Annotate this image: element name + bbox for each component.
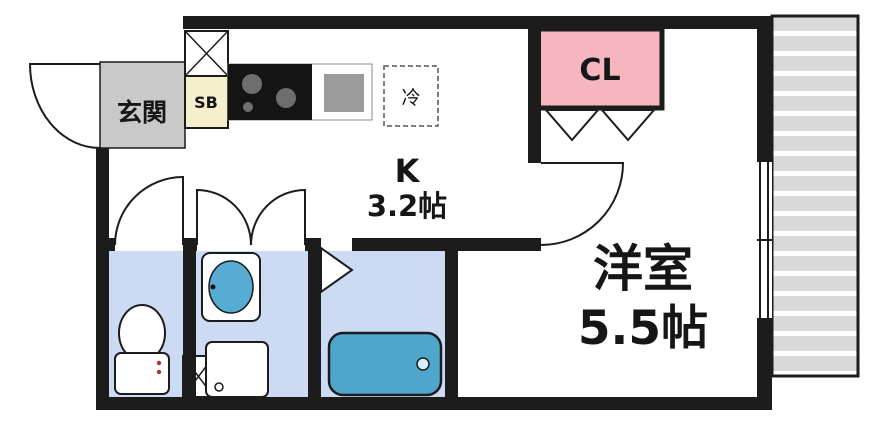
- hall-door-left-arc: [196, 188, 252, 246]
- bathroom-folding-door-icon: [320, 246, 354, 294]
- wall-mid-stub-2: [183, 238, 197, 251]
- entrance-label: 玄関: [117, 98, 167, 127]
- sink-icon: [324, 74, 364, 112]
- closet-label: CL: [579, 53, 620, 88]
- window: [757, 162, 772, 318]
- pipe-space-top-icon: [184, 30, 229, 77]
- wall-toilet-washroom: [183, 251, 196, 397]
- entrance-floor: [99, 61, 186, 149]
- balcony: [770, 14, 860, 378]
- wall-right-upper: [757, 16, 772, 162]
- shoe-box-label: SB: [194, 93, 218, 112]
- wall-left: [96, 148, 109, 410]
- doors: [28, 63, 625, 246]
- refrigerator-label: 冷: [401, 87, 420, 109]
- toilet-door-arc: [114, 175, 184, 246]
- room-door-arc: [540, 162, 625, 246]
- toilet-icon: [114, 304, 170, 395]
- wall-bath-room: [445, 251, 458, 397]
- wall-bottom: [96, 397, 772, 410]
- wall-mid-stub-1: [96, 238, 115, 251]
- burner-icon: [242, 74, 262, 94]
- closet-folding-door-right-icon: [599, 109, 657, 142]
- walls: [96, 16, 772, 410]
- burner-icon: [243, 102, 253, 112]
- wall-kitchen-room: [528, 29, 541, 163]
- hall-door-right-arc: [250, 188, 306, 246]
- room-size-label: 5.5帖: [578, 301, 708, 356]
- refrigerator-space: 冷: [383, 65, 439, 127]
- bathtub-icon: [327, 331, 443, 397]
- burner-icon: [276, 88, 296, 108]
- kitchen-size-label: 3.2帖: [367, 189, 447, 223]
- entrance-door-arc: [28, 63, 101, 149]
- kitchen-counter: [227, 63, 373, 121]
- room-label: 洋室: [593, 240, 693, 298]
- refrigerator-box: [383, 65, 439, 127]
- kitchen-label: K: [395, 152, 421, 190]
- wall-mid-stub-3: [305, 238, 321, 251]
- wall-washroom-bath: [308, 251, 321, 397]
- wall-mid-long: [352, 238, 541, 251]
- wall-top: [183, 16, 772, 29]
- wall-right-lower: [757, 318, 772, 410]
- washing-machine-icon: [205, 341, 269, 398]
- closet-folding-door-left-icon: [543, 109, 601, 142]
- washbasin-icon: [201, 252, 261, 322]
- stove-icon: [228, 64, 312, 120]
